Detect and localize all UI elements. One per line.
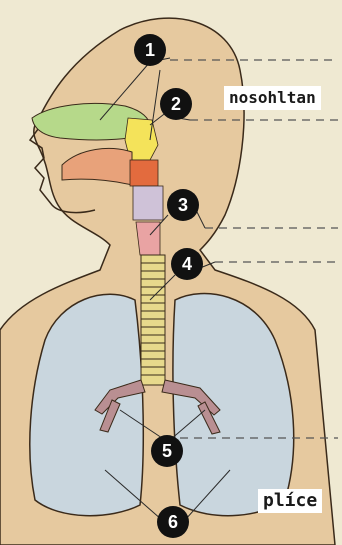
svg-text:2: 2 — [171, 94, 181, 114]
laryngopharynx — [133, 186, 163, 220]
marker-5: 5 — [151, 435, 183, 467]
svg-text:4: 4 — [182, 254, 192, 274]
label-plice: plíce — [258, 489, 322, 513]
marker-2: 2 — [160, 88, 192, 120]
svg-text:1: 1 — [145, 40, 155, 60]
marker-3: 3 — [167, 189, 199, 221]
marker-6: 6 — [157, 506, 189, 538]
marker-4: 4 — [171, 248, 203, 280]
label-nosohltan: nosohltan — [224, 86, 321, 110]
svg-text:6: 6 — [168, 512, 178, 532]
svg-text:3: 3 — [178, 195, 188, 215]
svg-text:5: 5 — [162, 441, 172, 461]
oropharynx — [130, 160, 158, 186]
larynx — [136, 222, 160, 255]
trachea — [141, 255, 165, 385]
marker-1: 1 — [134, 34, 166, 66]
